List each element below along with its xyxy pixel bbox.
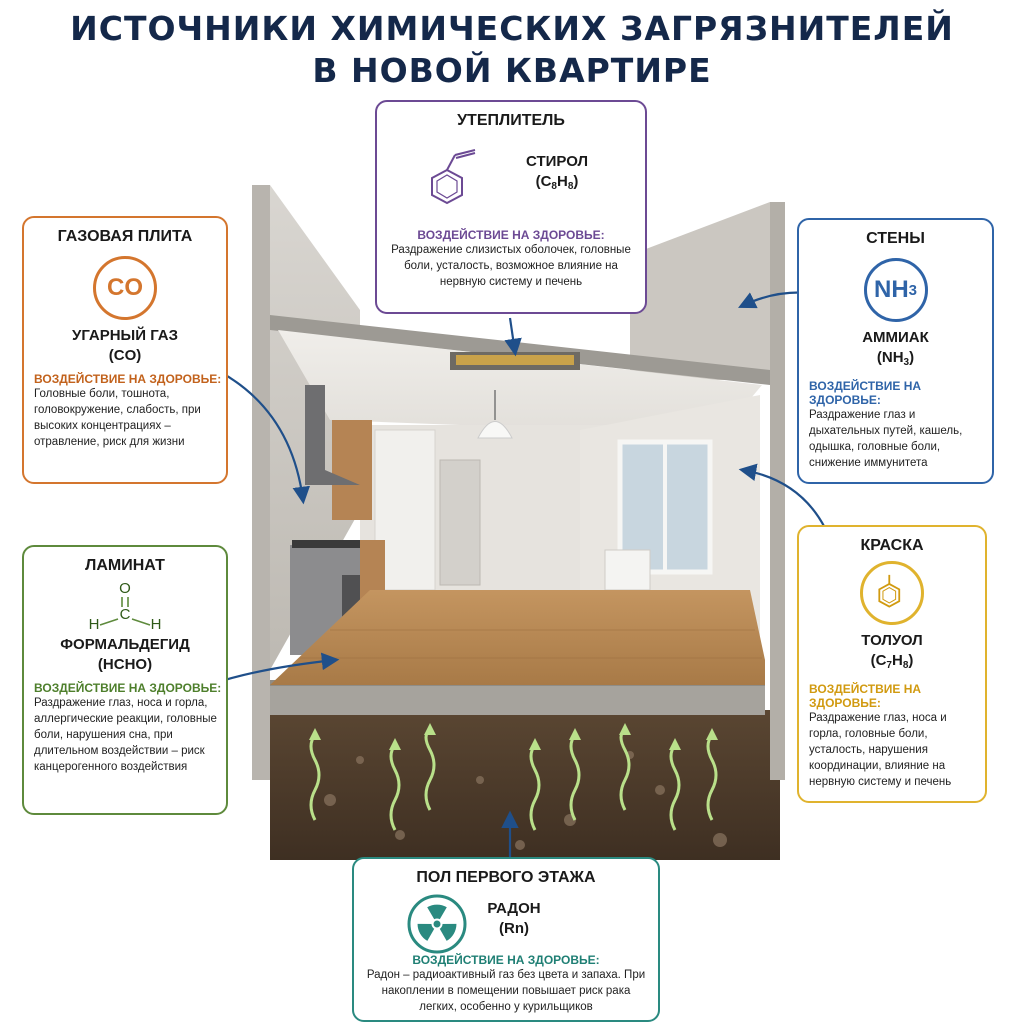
infographic-title: ИСТОЧНИКИ ХИМИЧЕСКИХ ЗАГРЯЗНИТЕЛЕЙ В НОВ… [0, 8, 1024, 92]
svg-text:C: C [120, 606, 131, 623]
health-effect-text: Раздражение слизистых оболочек, головные… [391, 244, 631, 288]
chemical-name: УГАРНЫЙ ГАЗ [72, 327, 178, 344]
chemical-formula: (NH3) [876, 349, 915, 368]
radiator [604, 549, 651, 591]
left-outer-wall [252, 185, 270, 780]
radon-arrow-heads [309, 723, 718, 750]
card-source-label: СТЕНЫ [866, 230, 925, 247]
health-effect-heading: ВОЗДЕЙСТВИЕ НА ЗДОРОВЬЕ: [412, 953, 600, 967]
ceiling-lamp [477, 421, 513, 439]
chemical-formula: (HCHO) [97, 656, 153, 673]
card-carbon-monoxide: ГАЗОВАЯ ПЛИТА CO УГАРНЫЙ ГАЗ (CO) ВОЗДЕЙ… [22, 216, 228, 484]
chemical-name: РАДОН [487, 900, 541, 917]
title-line-1: ИСТОЧНИКИ ХИМИЧЕСКИХ ЗАГРЯЗНИТЕЛЕЙ [70, 9, 954, 48]
health-effect-text: Радон – радиоактивный газ без цвета и за… [366, 969, 646, 1013]
title-line-2: В НОВОЙ КВАРТИРЕ [312, 51, 712, 90]
chemical-formula: (C7H8) [870, 652, 914, 671]
health-effect-heading: ВОЗДЕЙСТВИЕ НА ЗДОРОВЬЕ: [34, 681, 222, 695]
chemical-name: АММИАК [862, 329, 929, 346]
soil-layer [270, 710, 780, 860]
svg-text:H: H [151, 616, 162, 633]
range-hood [305, 385, 360, 485]
chemical-formula: (C8H8) [535, 173, 579, 192]
card-source-label: КРАСКА [860, 537, 924, 554]
chemical-name: ФОРМАЛЬДЕГИД [60, 636, 190, 653]
co-badge-icon: CO [93, 256, 157, 320]
health-effect-text: Раздражение глаз, носа и горла, аллергич… [34, 697, 217, 773]
chemical-formula: (Rn) [499, 920, 529, 937]
right-outer-wall [770, 202, 785, 780]
health-effect-heading: ВОЗДЕЙСТВИЕ НА ЗДОРОВЬЕ: [34, 372, 222, 386]
svg-text:H: H [89, 616, 100, 633]
chemical-name: СТИРОЛ [525, 153, 589, 170]
chemical-name: ТОЛУОЛ [861, 632, 923, 649]
interior-door [439, 459, 481, 586]
styrene-structure-icon [431, 149, 476, 205]
health-effect-heading: ВОЗДЕЙСТВИЕ НА ЗДОРОВЬЕ: [809, 682, 922, 710]
card-radon: ПОЛ ПЕРВОГО ЭТАЖА РАДОН (Rn) ВОЗДЕЙСТВИЕ… [352, 857, 660, 1022]
card-source-label: ЛАМИНАТ [85, 557, 165, 574]
health-effect-heading: ВОЗДЕЙСТВИЕ НА ЗДОРОВЬЕ: [417, 228, 605, 242]
card-source-label: УТЕПЛИТЕЛЬ [457, 112, 565, 129]
apartment-cutaway-illustration [252, 185, 785, 860]
radon-rising-arrows [309, 728, 718, 831]
card-styrene: УТЕПЛИТЕЛЬ СТИРОЛ (C8H8) ВОЗДЕЙСТВИЕ НА … [375, 100, 647, 314]
radiation-icon [407, 894, 467, 954]
card-source-label: ПОЛ ПЕРВОГО ЭТАЖА [416, 869, 596, 886]
svg-text:O: O [119, 580, 131, 597]
laminate-floor [270, 590, 765, 685]
health-effect-text: Головные боли, тошнота, головокружение, … [34, 388, 201, 448]
health-effect-text: Раздражение глаз и дыхательных путей, ка… [809, 409, 963, 469]
chemical-formula: (CO) [108, 347, 142, 364]
card-source-label: ГАЗОВАЯ ПЛИТА [57, 228, 193, 245]
health-effect-heading: ВОЗДЕЙСТВИЕ НА ЗДОРОВЬЕ: [809, 379, 922, 407]
card-toluene: КРАСКА ТОЛУОЛ (C7H8) ВОЗДЕЙСТВИЕ НА ЗДОР… [797, 525, 987, 803]
formaldehyde-structure-icon: O C H H [89, 580, 162, 633]
toluene-structure-icon [860, 561, 924, 625]
health-effect-text: Раздражение глаз, носа и горла, головные… [809, 712, 952, 788]
card-formaldehyde: ЛАМИНАТ O C H H ФОРМАЛЬДЕГИД (HCHO) ВОЗД… [22, 545, 228, 815]
